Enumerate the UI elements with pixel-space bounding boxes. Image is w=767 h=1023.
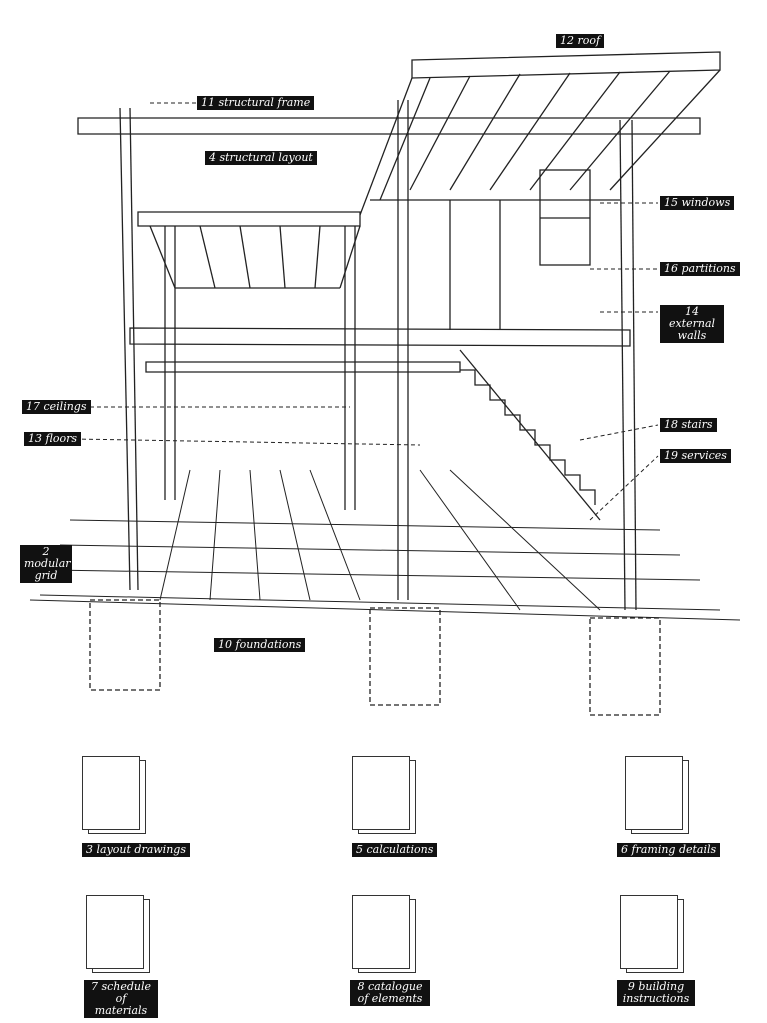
roof	[359, 51, 721, 216]
structural-layout	[137, 211, 461, 510]
modular-grid	[29, 469, 741, 621]
catalogue-of-elements-icon	[352, 895, 416, 973]
label-partitions: 16 partitions	[660, 262, 740, 276]
external-walls	[370, 169, 620, 330]
label-framing-details: 6 framing details	[617, 843, 721, 857]
building-instructions-icon	[620, 895, 684, 973]
layout-drawings-icon	[82, 756, 146, 834]
label-structural-frame: 11 structural frame	[197, 96, 315, 110]
label-building-instructions: 9 building instructions	[617, 980, 695, 1006]
label-ceilings: 17 ceilings	[22, 400, 91, 414]
label-catalogue-of-elements: 8 catalogue of elements	[350, 980, 430, 1006]
foundations	[89, 599, 661, 716]
label-external-walls: 14 external walls	[660, 305, 724, 343]
label-schedule-of-materials: 7 schedule of materials	[84, 980, 158, 1018]
structural-frame	[77, 100, 701, 611]
label-modular-grid: 2 modular grid	[20, 545, 72, 583]
label-stairs: 18 stairs	[660, 418, 717, 432]
framing-details-icon	[625, 756, 689, 834]
leader-lines	[74, 102, 659, 645]
label-calculations: 5 calculations	[352, 843, 438, 857]
label-structural-layout: 4 structural layout	[205, 151, 317, 165]
label-foundations: 10 foundations	[214, 638, 306, 652]
label-floors: 13 floors	[24, 432, 81, 446]
label-layout-drawings: 3 layout drawings	[82, 843, 190, 857]
calculations-icon	[352, 756, 416, 834]
label-roof: 12 roof	[556, 34, 605, 48]
schedule-of-materials-icon	[86, 895, 150, 973]
label-windows: 15 windows	[660, 196, 735, 210]
stairs	[459, 349, 601, 521]
label-services: 19 services	[660, 449, 731, 463]
